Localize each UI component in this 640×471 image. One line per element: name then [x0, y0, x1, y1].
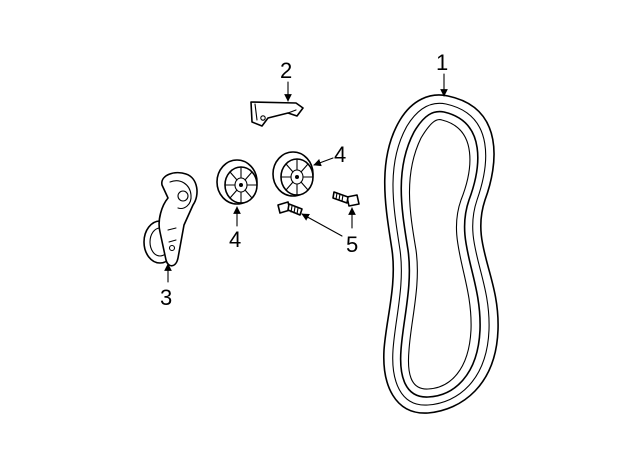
callout-4-right-leader — [313, 157, 334, 167]
mounting-bracket-icon[interactable] — [250, 101, 304, 127]
belt-tensioner-icon[interactable] — [143, 171, 198, 267]
callout-2-label: 2 — [280, 58, 292, 83]
bolt-right-icon[interactable] — [332, 191, 360, 207]
callout-5-leader-a — [301, 213, 343, 237]
idler-pulley-left-icon[interactable] — [216, 159, 258, 205]
idler-pulley-right-icon[interactable] — [272, 151, 314, 197]
bolt-left-icon[interactable] — [277, 201, 303, 216]
serpentine-belt-icon[interactable] — [383, 94, 499, 414]
callout-4-right-label: 4 — [334, 142, 346, 167]
callout-5-label: 5 — [346, 232, 358, 257]
callout-1-label: 1 — [436, 50, 448, 75]
callout-3-label: 3 — [160, 285, 172, 310]
callout-4-left-label: 4 — [229, 227, 241, 252]
